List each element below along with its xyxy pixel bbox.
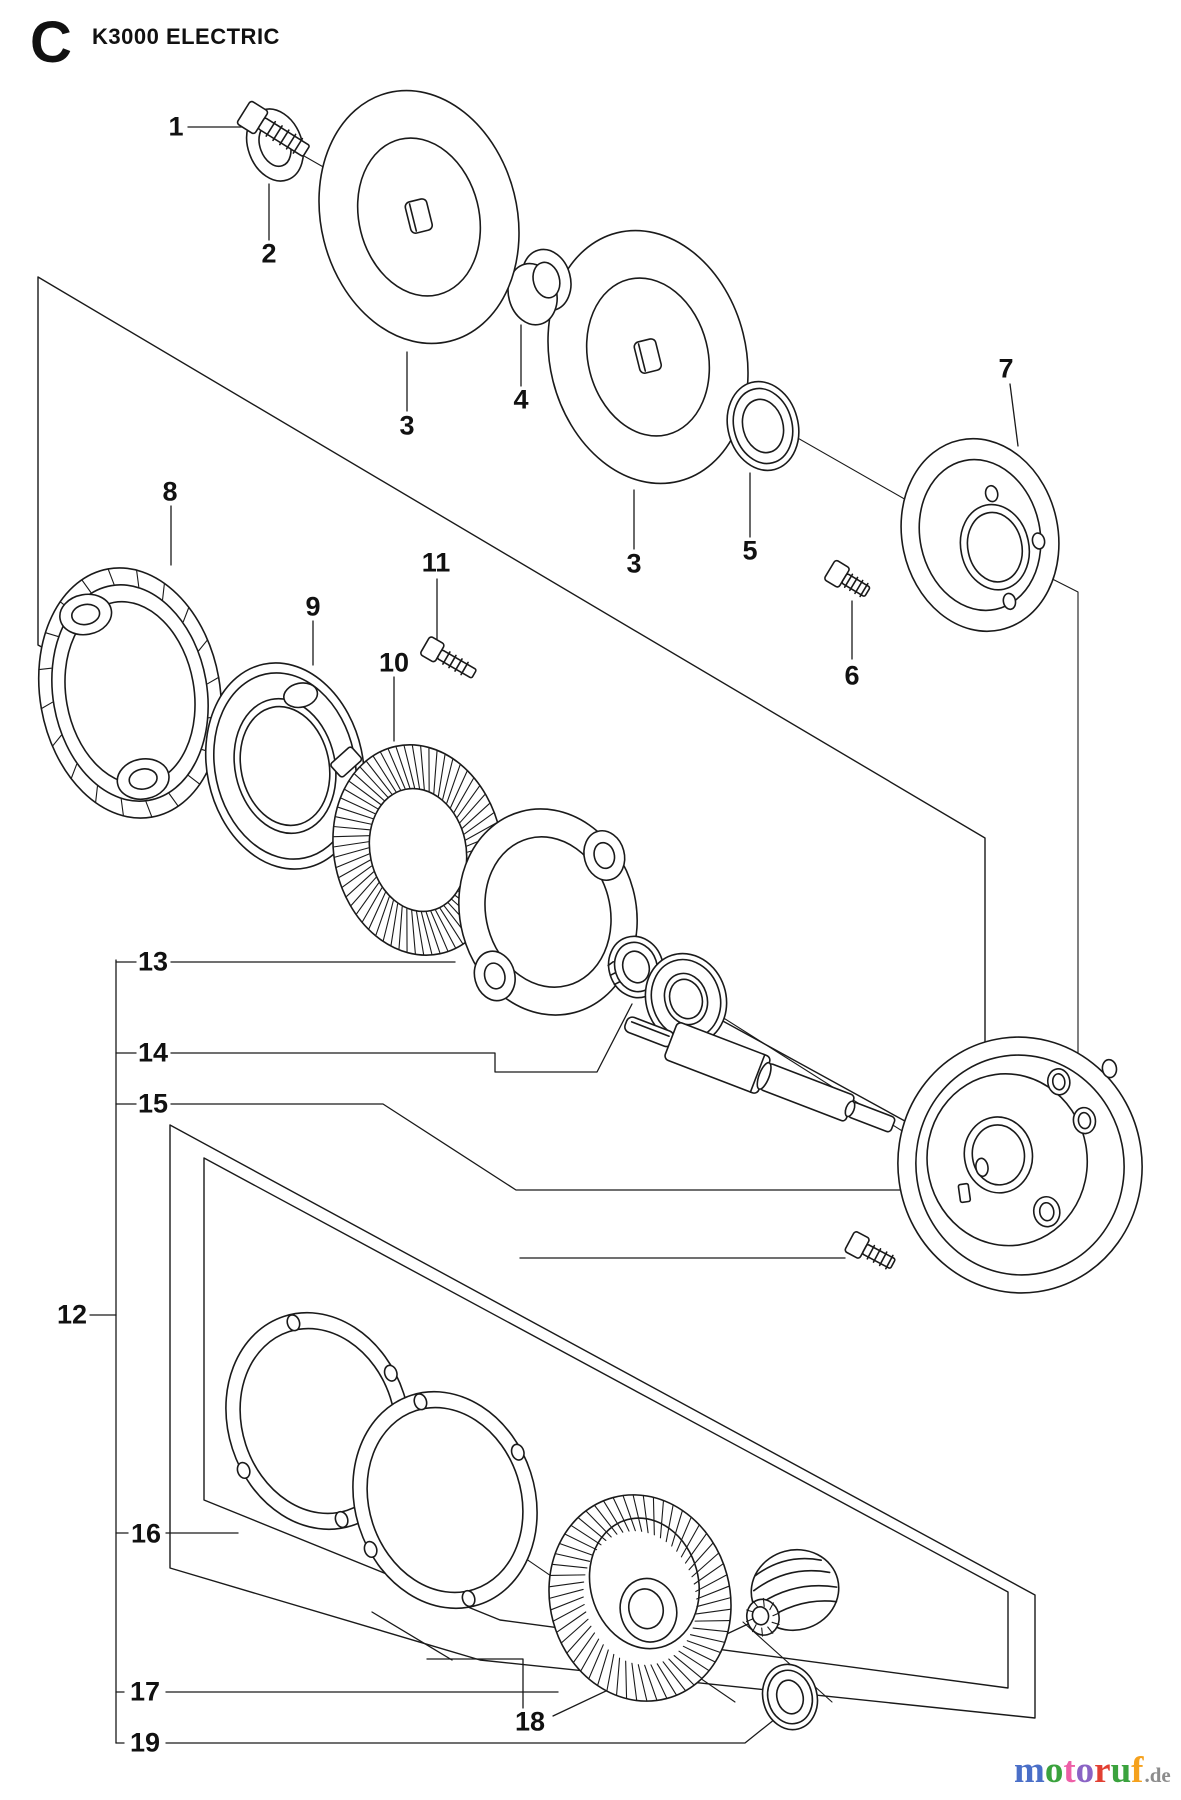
part-callout-8: 8	[162, 476, 178, 507]
motoruf-logo-word: motoruf	[1014, 1750, 1144, 1791]
part-callout-15: 15	[137, 1088, 169, 1119]
pinion-bearing-drawing	[755, 1658, 824, 1736]
part-callout-12: 12	[56, 1299, 88, 1330]
motoruf-logo[interactable]: motoruf .de	[1014, 1752, 1171, 1789]
part-callout-11: 11	[421, 547, 451, 578]
screw-drawing	[420, 636, 480, 683]
section-letter: C	[30, 10, 72, 75]
leader-lines	[90, 127, 1018, 1743]
leader-14	[171, 1004, 632, 1072]
lower-frame-outer	[170, 1125, 1035, 1718]
part-callout-18: 18	[514, 1706, 546, 1737]
part-callout-13: 13	[137, 946, 169, 977]
part-callout-16: 16	[130, 1518, 162, 1549]
lower-frame-inner	[204, 1158, 1008, 1688]
lock-ring-drawing	[19, 553, 240, 832]
part-callout-5: 5	[742, 535, 758, 566]
leader-7	[1010, 384, 1018, 446]
part-callout-9: 9	[305, 591, 321, 622]
part-callout-7: 7	[998, 353, 1014, 384]
motoruf-logo-tld: .de	[1144, 1763, 1171, 1787]
bevel-gear-drawing	[526, 1474, 754, 1722]
parts	[19, 69, 1158, 1736]
ball-bearing-drawing	[634, 943, 739, 1055]
part-callout-4: 4	[513, 384, 529, 415]
support-flange-drawing	[884, 424, 1077, 646]
part-callout-3: 3	[399, 410, 415, 441]
part-callout-19: 19	[129, 1727, 161, 1758]
part-callout-1: 1	[168, 111, 184, 142]
guard-holder-plate-drawing	[436, 789, 661, 1036]
bolt-lower-drawing	[844, 1231, 898, 1274]
output-shaft-drawing	[619, 1004, 900, 1144]
friction-ring-drawing	[187, 648, 383, 884]
part-callout-3: 3	[626, 548, 642, 579]
part-callout-17: 17	[129, 1676, 161, 1707]
leader-19	[166, 1707, 790, 1743]
blade-washer-rear-drawing	[522, 209, 774, 505]
bushing-drawing	[499, 244, 580, 330]
seal-ring-drawing	[718, 373, 809, 478]
bolt-drawing	[824, 560, 874, 602]
page-title: K3000 ELECTRIC	[92, 24, 280, 49]
leader-15	[171, 1104, 911, 1190]
gasket-front-drawing	[324, 1368, 565, 1633]
gear-housing-drawing	[881, 1021, 1158, 1308]
part-callout-14: 14	[137, 1037, 169, 1068]
pinion-gear-drawing	[732, 1540, 848, 1643]
part-callout-6: 6	[844, 660, 860, 691]
axis-pinion-bearing	[743, 1622, 832, 1702]
leader-gasket-2	[372, 1612, 452, 1660]
blade-bolt-drawing	[236, 100, 313, 162]
part-callout-2: 2	[261, 238, 277, 269]
part-callout-10: 10	[378, 647, 410, 678]
blade-washer-front-drawing	[293, 69, 545, 365]
